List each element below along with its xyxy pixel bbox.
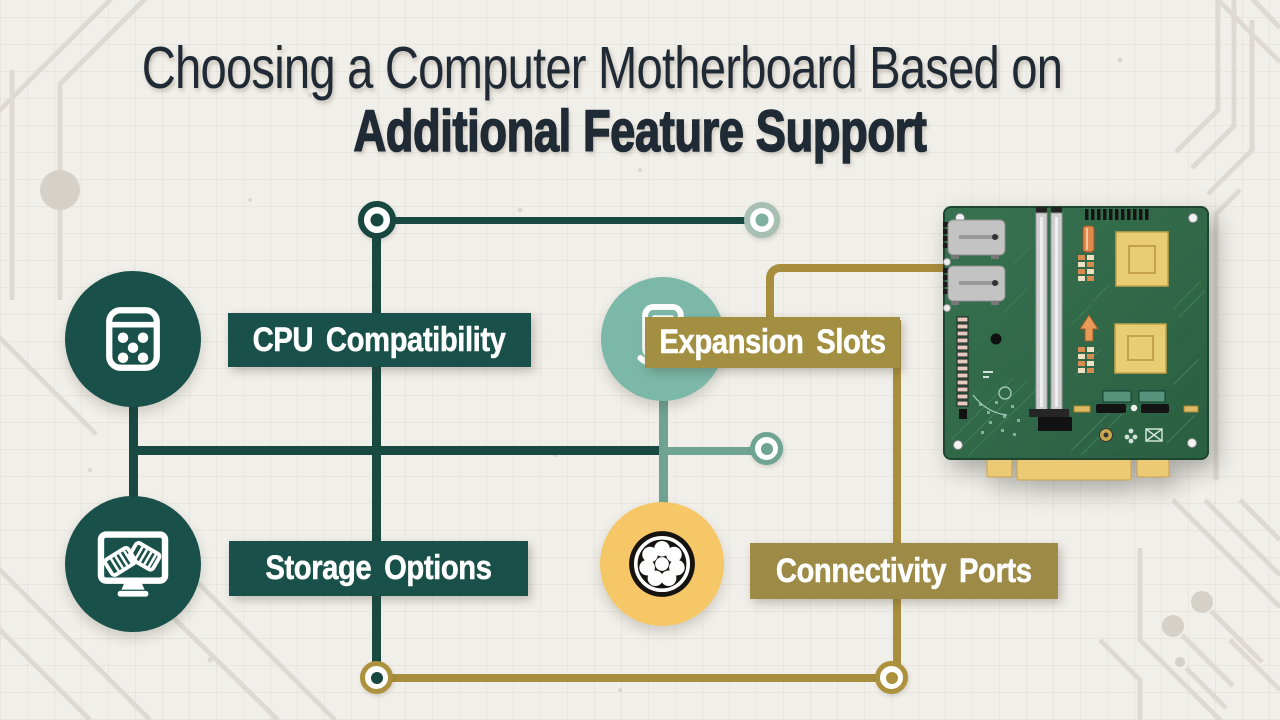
node-bottom-left [360, 661, 393, 694]
connector-gold-elbow-to-board [766, 264, 948, 320]
page-title: Choosing a Computer Motherboard Based on… [0, 36, 1280, 164]
ports-hub-icon [629, 531, 695, 597]
expansion-slots-label: Expansion Slots [645, 317, 900, 368]
connector-bottom-horizontal [377, 674, 892, 682]
connectivity-ports-label: Connectivity Ports [750, 543, 1058, 599]
title-line-1: Choosing a Computer Motherboard Based on [141, 35, 1063, 101]
connector-gold-vertical [893, 320, 901, 678]
connector-top-horizontal [377, 217, 762, 224]
connectivity-ports-label-text: Connectivity Ports [776, 551, 1033, 590]
cpu-compatibility-label: CPU Compatibility [228, 313, 531, 367]
storage-options-label-text: Storage Options [265, 549, 492, 588]
node-top-left [358, 201, 396, 239]
storage-options-label: Storage Options [229, 541, 528, 596]
storage-options-circle [65, 496, 201, 632]
processor-icon [106, 307, 160, 371]
storage-monitor-icon [97, 531, 169, 597]
cpu-compatibility-label-text: CPU Compatibility [253, 320, 507, 359]
node-top-right [744, 202, 780, 238]
title-line-2: Additional Feature Support [353, 98, 928, 164]
node-bottom-right [875, 661, 908, 694]
connector-right-circles-vertical [659, 396, 668, 506]
connector-middle-horizontal-seafoam [663, 447, 767, 455]
node-middle-right [750, 432, 783, 465]
motherboard-image [943, 206, 1209, 481]
connector-middle-horizontal-dark [133, 446, 667, 455]
connectivity-ports-circle [600, 502, 724, 626]
expansion-slots-label-text: Expansion Slots [659, 323, 886, 362]
cpu-compatibility-circle [65, 271, 201, 407]
